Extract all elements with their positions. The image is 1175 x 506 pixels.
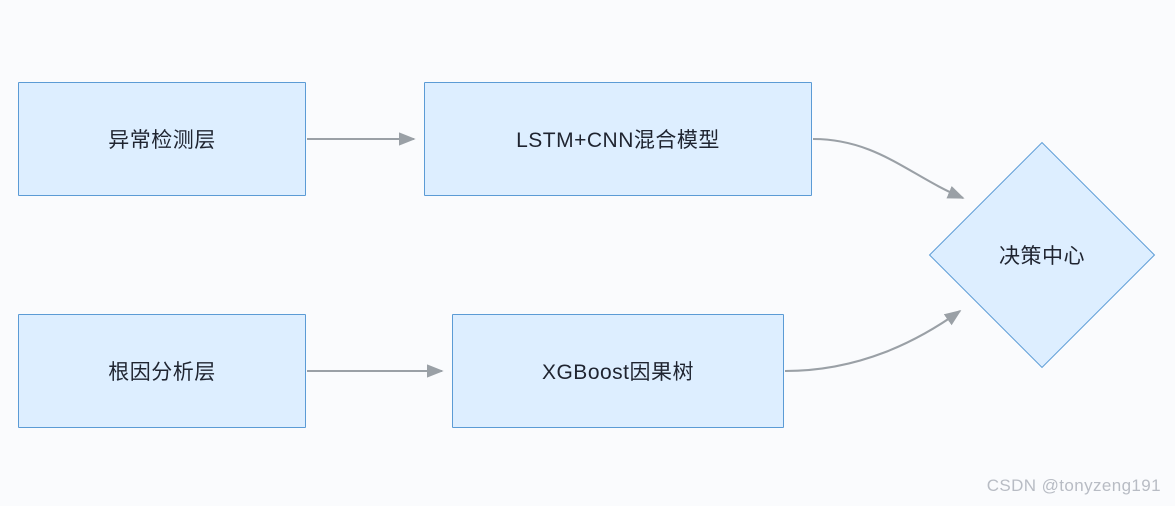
node-label: 根因分析层 (108, 361, 216, 384)
node-label: LSTM+CNN混合模型 (516, 129, 720, 152)
watermark: CSDN @tonyzeng191 (986, 476, 1161, 495)
node-label: 异常检测层 (108, 129, 216, 152)
node-anomaly-detection-layer[interactable]: 异常检测层 (18, 82, 306, 196)
node-root-cause-analysis-layer[interactable]: 根因分析层 (18, 314, 306, 428)
node-lstm-cnn-hybrid-model[interactable]: LSTM+CNN混合模型 (424, 82, 812, 196)
node-label: 决策中心 (999, 245, 1085, 268)
edge-lstm-to-decision (812, 137, 965, 199)
node-decision-center-label-wrap: 决策中心 (962, 175, 1122, 335)
node-xgboost-causal-tree[interactable]: XGBoost因果树 (452, 314, 784, 428)
node-label: XGBoost因果树 (541, 361, 695, 384)
edge-xgboost-to-decision (784, 310, 962, 373)
